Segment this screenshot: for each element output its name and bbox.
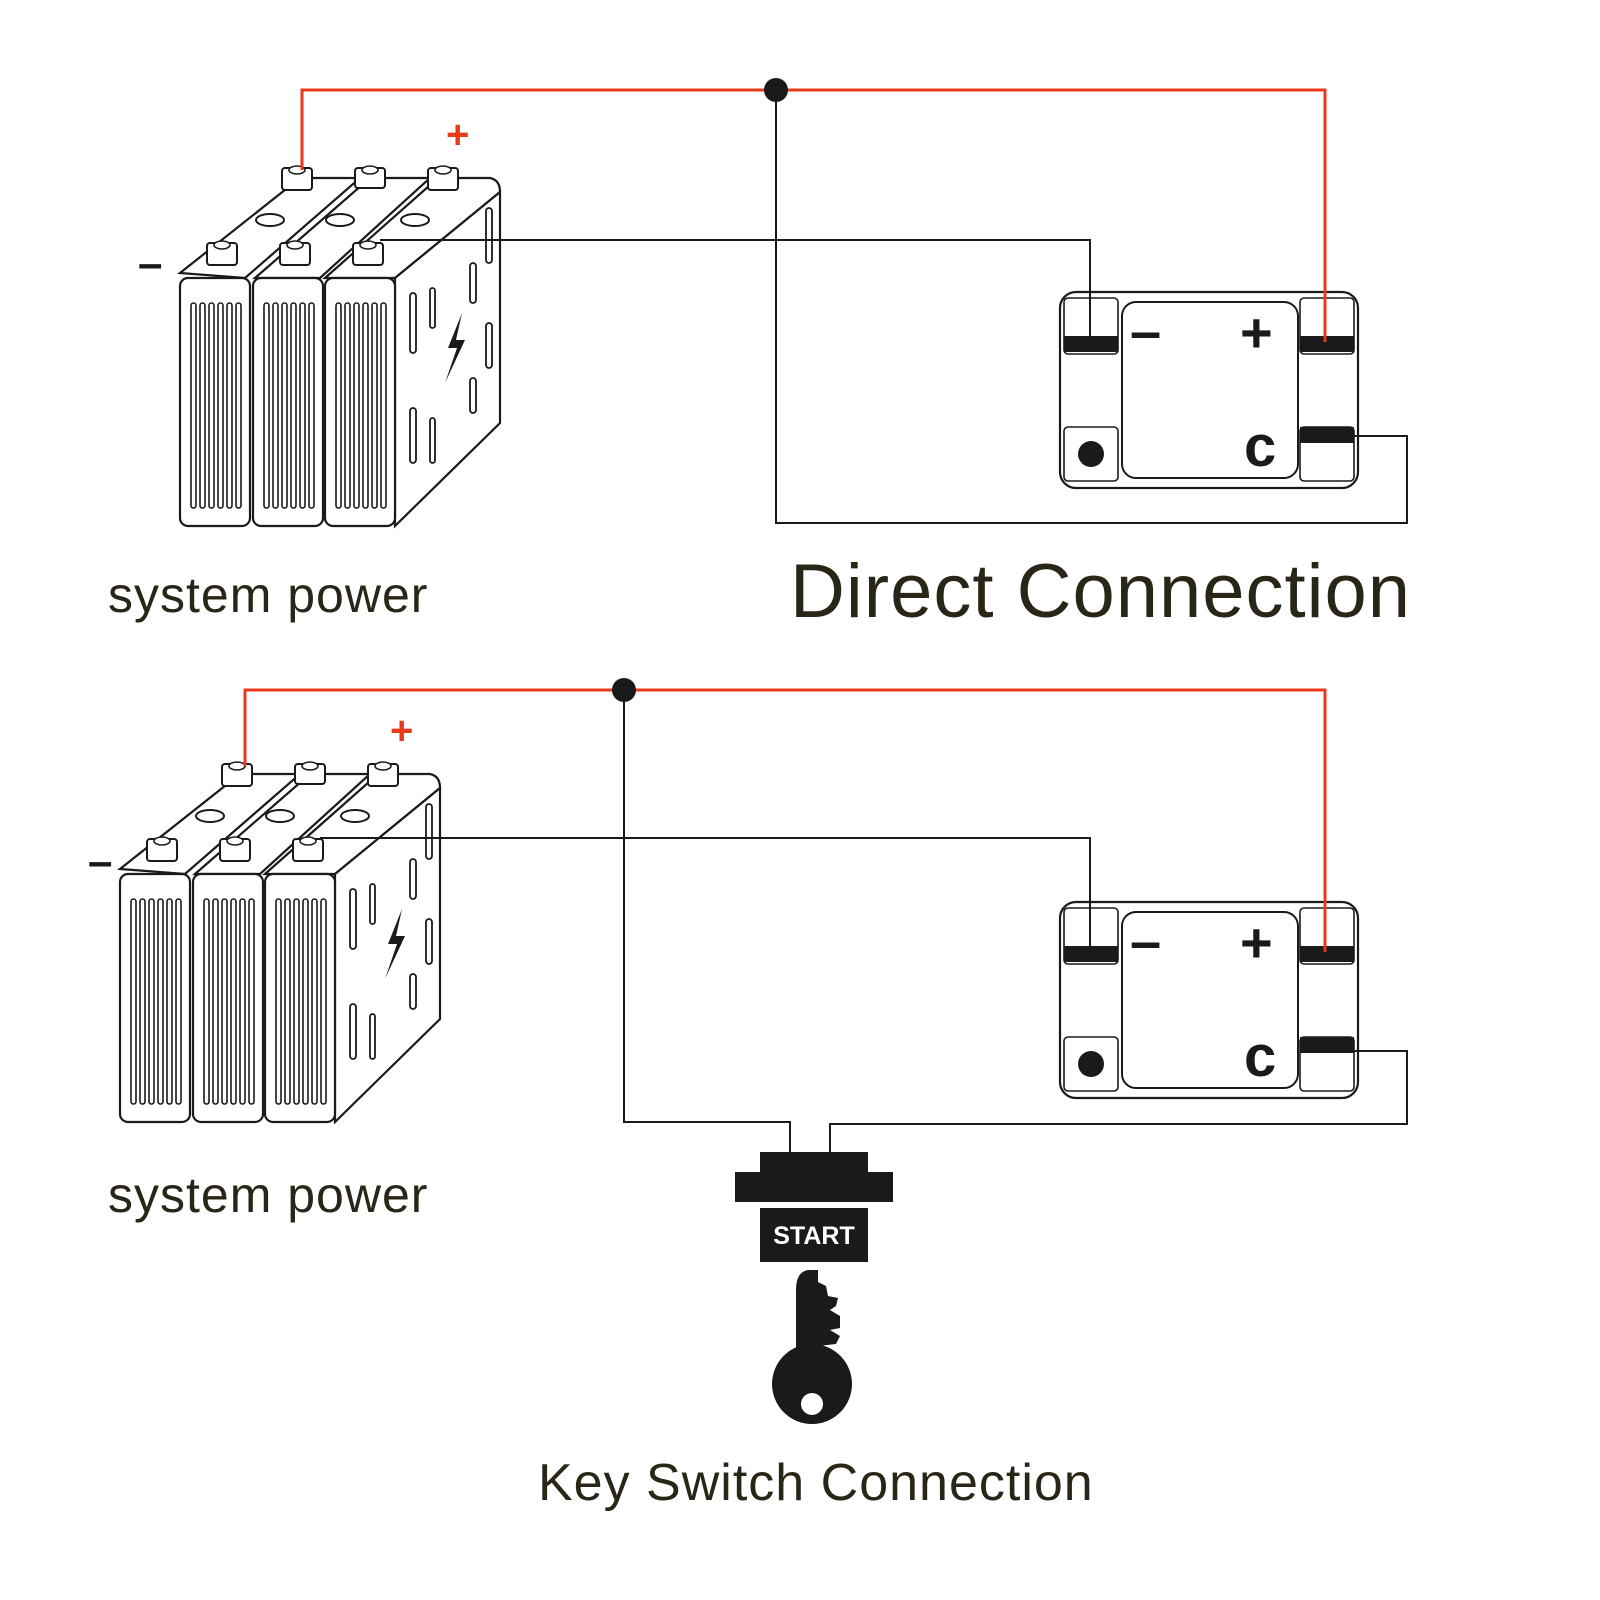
positive-wire bbox=[243, 688, 1327, 952]
starter-solenoid-icon bbox=[1058, 290, 1360, 490]
starter-solenoid-icon bbox=[1058, 900, 1360, 1100]
key-switch-connection-diagram: – + – + c START bbox=[88, 678, 1408, 1424]
negative-wire bbox=[380, 239, 1091, 336]
top-battery-caption: system power bbox=[108, 567, 429, 623]
battery-minus-label: – bbox=[88, 837, 112, 886]
trigger-wire bbox=[775, 90, 1408, 524]
solenoid-plus-label: + bbox=[1240, 301, 1273, 364]
solenoid-c-label: c bbox=[1244, 414, 1276, 479]
direct-connection-diagram: – + – + c bbox=[138, 78, 1408, 528]
solenoid-minus-label: – bbox=[1130, 299, 1161, 362]
switch-input-wire bbox=[623, 690, 791, 1155]
bottom-battery-caption: system power bbox=[108, 1167, 429, 1223]
key-icon bbox=[772, 1270, 852, 1424]
key-switch-start-label: START bbox=[773, 1222, 854, 1250]
battery-pack-icon bbox=[178, 164, 502, 528]
key-hole bbox=[801, 1393, 823, 1415]
solenoid-plus-label: + bbox=[1240, 911, 1273, 974]
battery-plus-label: + bbox=[390, 709, 413, 753]
direct-connection-title: Direct Connection bbox=[790, 549, 1412, 634]
positive-wire bbox=[300, 88, 1327, 342]
battery-minus-label: – bbox=[138, 239, 162, 288]
key-switch: START bbox=[735, 1152, 893, 1424]
key-switch-connection-title: Key Switch Connection bbox=[538, 1454, 1094, 1512]
battery-plus-label: + bbox=[446, 113, 469, 157]
battery-pack-icon bbox=[118, 760, 442, 1124]
solenoid-c-label: c bbox=[1244, 1024, 1276, 1089]
switch-output-wire bbox=[829, 1050, 1408, 1155]
solenoid-minus-label: – bbox=[1130, 909, 1161, 972]
negative-wire bbox=[320, 837, 1091, 946]
